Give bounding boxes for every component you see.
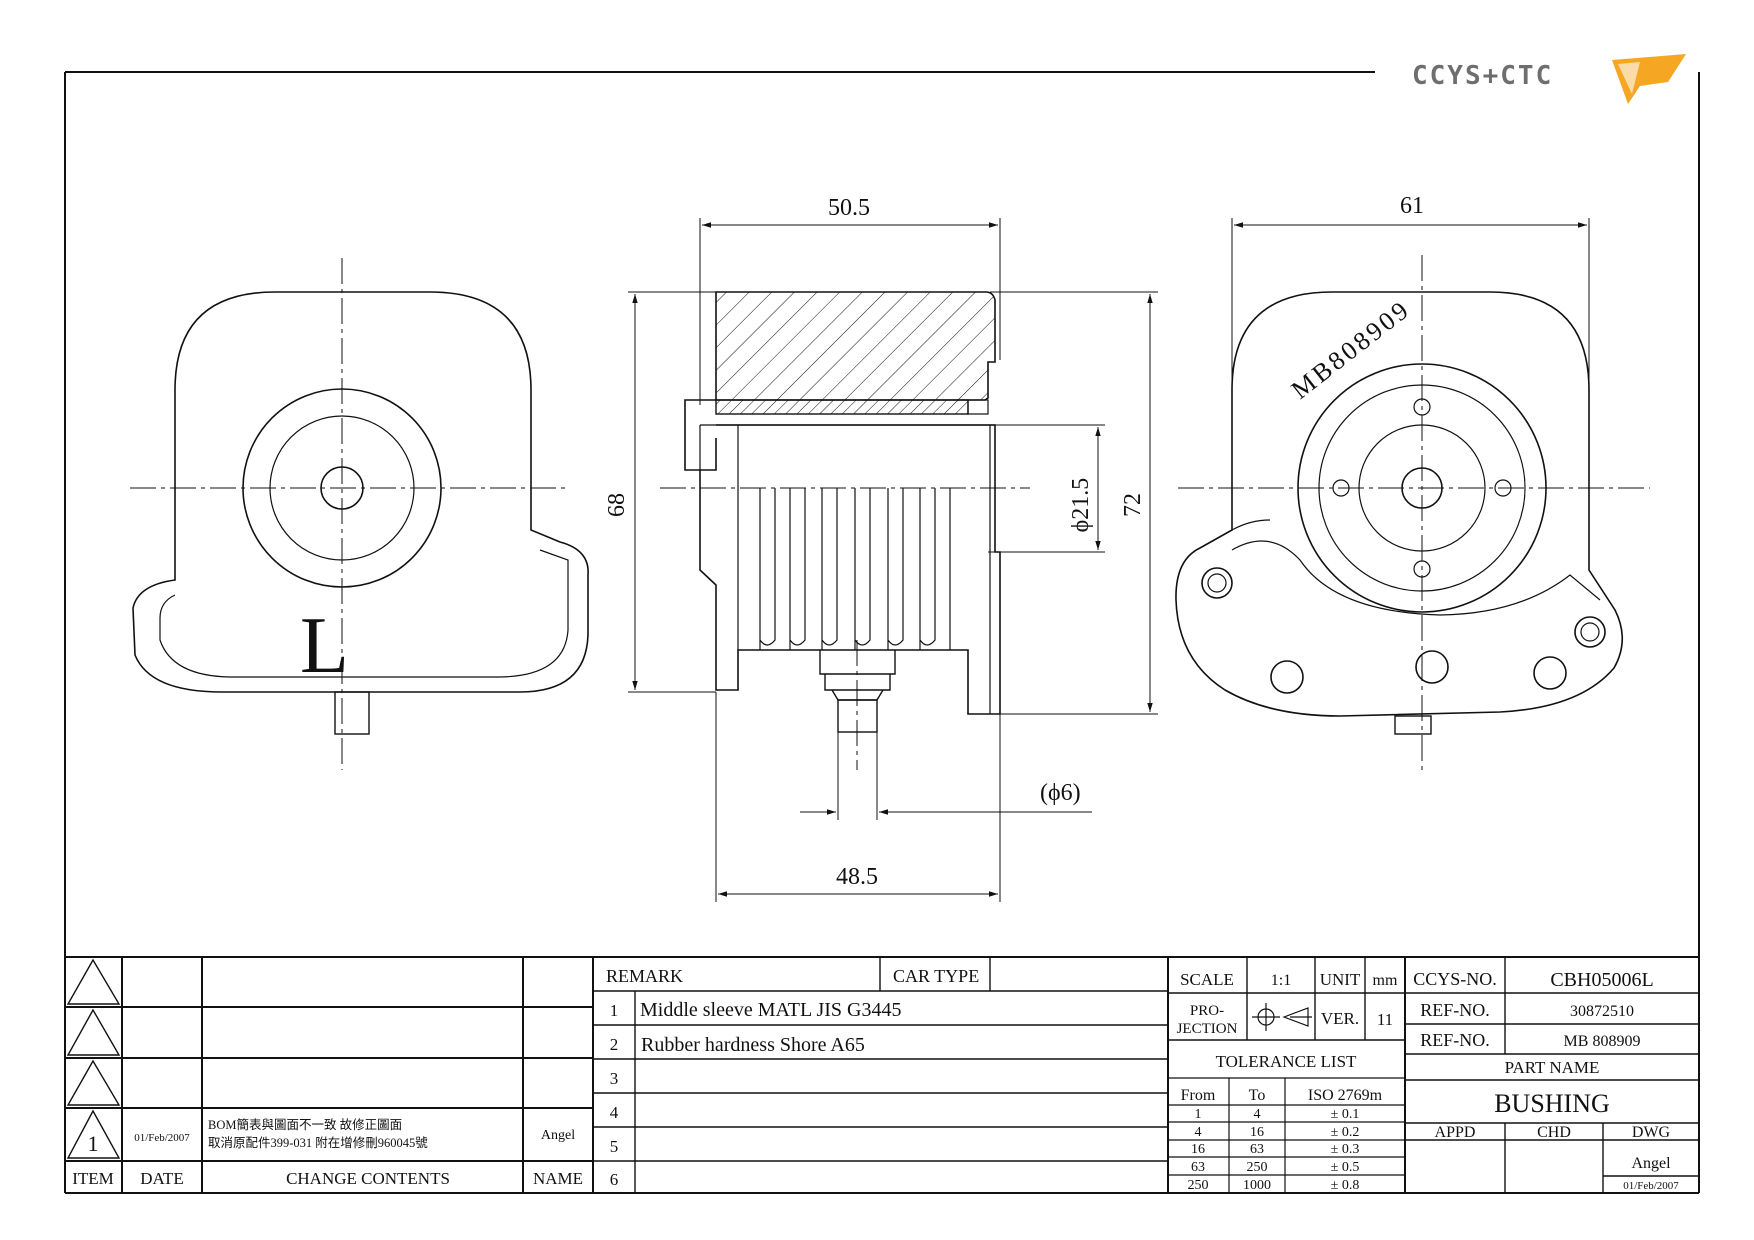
unit-label: UNIT: [1320, 970, 1361, 989]
scale-value: 1:1: [1271, 972, 1291, 989]
ccys-no-label: CCYS-NO.: [1413, 969, 1497, 989]
dim-inner-diameter: ϕ21.5: [1068, 478, 1094, 533]
company-logo: CCYS+CTC: [1412, 54, 1686, 104]
drawing-frame: [64, 71, 1700, 1194]
dim-pin-diameter: (ϕ6): [1040, 780, 1081, 806]
rev-header-date: DATE: [140, 1169, 183, 1188]
ref-no-value-1: 30872510: [1570, 1003, 1634, 1020]
appd-label: APPD: [1435, 1124, 1476, 1141]
projection-symbol-icon: [1252, 1003, 1312, 1031]
title-block: CCYS-NO. CBH05006L REF-NO. 30872510 REF-…: [1405, 957, 1699, 1193]
remark-no-1: 1: [610, 1001, 619, 1020]
part-name-label: PART NAME: [1505, 1058, 1600, 1077]
rev-change-1b: 取消原配件399-031 附在增修刪960045號: [208, 1135, 428, 1150]
dimensions-center: 50.5 68 ϕ21.5 72 (ϕ6) 48.5: [604, 195, 1158, 902]
dwg-date: 01/Feb/2007: [1623, 1180, 1679, 1192]
ver-label: VER.: [1321, 1009, 1359, 1028]
dim-right-width: 61: [1400, 193, 1424, 219]
svg-text:CCYS+CTC: CCYS+CTC: [1412, 61, 1553, 91]
rev-change-1a: BOM簡表與圖面不一致 故修正圖面: [208, 1117, 402, 1132]
dim-height-72: 72: [1120, 493, 1146, 517]
scale-block: SCALE 1:1 UNIT mm PRO- JECTION VER. 11: [1168, 957, 1406, 1193]
rev-header-item: ITEM: [72, 1169, 114, 1188]
remark-table: REMARK CAR TYPE 1 Middle sleeve MATL JIS…: [593, 957, 1169, 1193]
tolerance-row-4-from: 63: [1191, 1160, 1205, 1175]
tolerance-row-3-to: 63: [1250, 1142, 1264, 1157]
remark-text-1: Middle sleeve MATL JIS G3445: [640, 999, 901, 1021]
remark-no-5: 5: [610, 1137, 619, 1156]
right-end-view: MB808909 61: [1175, 193, 1650, 770]
left-end-view: L: [130, 258, 589, 770]
rubber-fins: [759, 488, 951, 650]
tolerance-row-4-to: 250: [1247, 1160, 1268, 1175]
tolerance-row-2-from: 4: [1195, 1125, 1202, 1140]
projection-label-1: PRO-: [1190, 1003, 1224, 1019]
dwg-label: DWG: [1632, 1124, 1671, 1141]
rev-item-1: 1: [88, 1131, 99, 1156]
dim-height-68: 68: [604, 493, 630, 517]
tolerance-row-4-tol: ± 0.5: [1331, 1160, 1360, 1175]
tolerance-title: TOLERANCE LIST: [1216, 1052, 1357, 1071]
section-view: [660, 291, 1030, 770]
revision-table: 1 01/Feb/2007 BOM簡表與圖面不一致 故修正圖面 取消原配件399…: [65, 957, 594, 1193]
car-type-label: CAR TYPE: [893, 966, 979, 986]
tolerance-row-1-to: 4: [1254, 1107, 1261, 1122]
remark-no-3: 3: [610, 1069, 619, 1088]
dwg-name: Angel: [1631, 1155, 1671, 1172]
tolerance-header-iso: ISO 2769m: [1308, 1087, 1383, 1104]
tolerance-row-5-from: 250: [1188, 1178, 1209, 1193]
remark-no-2: 2: [610, 1035, 619, 1054]
tolerance-list: TOLERANCE LIST From To ISO 2769m 1 4 ± 0…: [1168, 1052, 1405, 1193]
rev-header-change: CHANGE CONTENTS: [286, 1169, 450, 1188]
revision-triangles: [66, 958, 121, 1159]
part-name-value: BUSHING: [1494, 1089, 1610, 1118]
chd-label: CHD: [1537, 1124, 1571, 1141]
remark-text-2: Rubber hardness Shore A65: [641, 1034, 865, 1056]
tolerance-header-from: From: [1181, 1087, 1216, 1104]
rev-name-1: Angel: [541, 1128, 575, 1143]
remark-no-6: 6: [610, 1170, 619, 1189]
tolerance-row-5-to: 1000: [1243, 1178, 1271, 1193]
unit-value: mm: [1373, 972, 1398, 989]
rev-header-name: NAME: [533, 1169, 583, 1188]
tolerance-header-to: To: [1249, 1087, 1266, 1104]
ref-no-value-2: MB 808909: [1564, 1033, 1641, 1050]
ver-value: 11: [1377, 1010, 1393, 1029]
projection-label-2: JECTION: [1177, 1021, 1238, 1037]
rev-date-1: 01/Feb/2007: [134, 1132, 190, 1144]
tolerance-row-5-tol: ± 0.8: [1331, 1178, 1360, 1193]
ccys-no-value: CBH05006L: [1550, 969, 1653, 991]
scale-label: SCALE: [1180, 970, 1234, 989]
tolerance-row-2-tol: ± 0.2: [1331, 1125, 1360, 1140]
tolerance-row-1-from: 1: [1195, 1107, 1202, 1122]
ccys-ctc-logo-icon: [1612, 54, 1686, 104]
ref-no-label-2: REF-NO.: [1420, 1030, 1490, 1050]
remark-no-4: 4: [610, 1103, 619, 1122]
remark-label: REMARK: [606, 966, 683, 986]
dim-top-width: 50.5: [828, 195, 870, 221]
tolerance-row-2-to: 16: [1250, 1125, 1264, 1140]
dim-bottom-width: 48.5: [836, 864, 878, 890]
side-label: L: [300, 602, 349, 690]
tolerance-row-3-tol: ± 0.3: [1331, 1142, 1360, 1157]
ref-no-label-1: REF-NO.: [1420, 1000, 1490, 1020]
tolerance-row-3-from: 16: [1191, 1142, 1205, 1157]
tolerance-row-1-tol: ± 0.1: [1331, 1107, 1360, 1122]
